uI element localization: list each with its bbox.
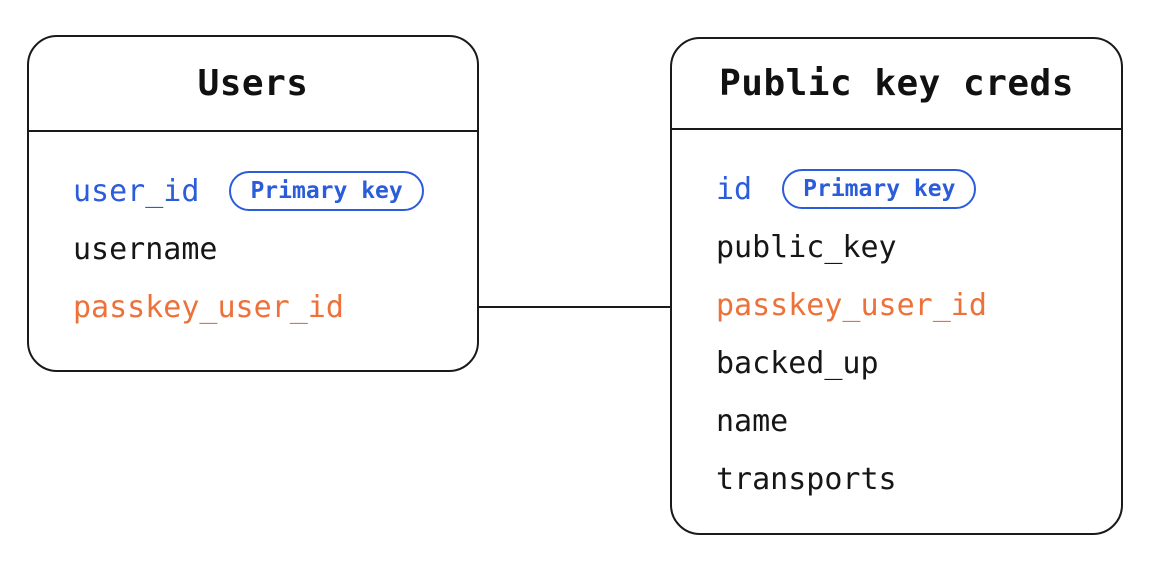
field-name: name — [716, 403, 789, 439]
field-row: passkey_user_id — [73, 278, 477, 336]
field-name: backed_up — [716, 345, 879, 381]
table-node-users: Users user_id Primary key username passk… — [27, 35, 479, 372]
primary-key-badge: Primary key — [229, 171, 424, 211]
table-node-public-key-creds: Public key creds id Primary key public_k… — [670, 37, 1123, 535]
table-field-list: id Primary key public_key passkey_user_i… — [672, 130, 1121, 508]
field-name: transports — [716, 461, 897, 497]
primary-key-badge: Primary key — [782, 169, 977, 209]
field-row: backed_up — [716, 334, 1121, 392]
field-row: passkey_user_id — [716, 276, 1121, 334]
field-row: id Primary key — [716, 160, 1121, 218]
field-row: name — [716, 392, 1121, 450]
field-name: user_id — [73, 173, 200, 209]
field-row: public_key — [716, 218, 1121, 276]
field-row: transports — [716, 450, 1121, 508]
table-field-list: user_id Primary key username passkey_use… — [29, 132, 477, 336]
field-name: id — [716, 171, 753, 207]
table-title: Users — [29, 37, 477, 132]
field-name: passkey_user_id — [716, 287, 987, 323]
field-name: public_key — [716, 229, 897, 265]
field-row: user_id Primary key — [73, 162, 477, 220]
field-name: passkey_user_id — [73, 289, 344, 325]
field-row: username — [73, 220, 477, 278]
table-title: Public key creds — [672, 39, 1121, 130]
field-name: username — [73, 231, 218, 267]
relationship-line — [479, 306, 670, 308]
